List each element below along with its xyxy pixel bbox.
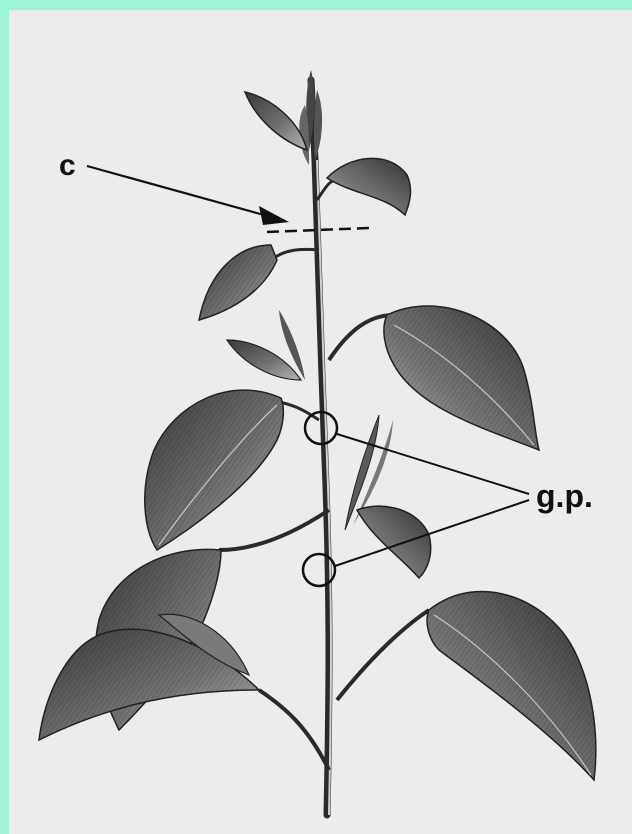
cut-label: c	[59, 149, 76, 182]
petiole	[271, 249, 319, 260]
petiole	[279, 402, 319, 420]
petiole	[337, 610, 429, 700]
leaf	[245, 92, 307, 150]
growing-point-label: g.p.	[536, 478, 593, 514]
apical-bud	[299, 70, 322, 165]
petiole	[259, 690, 329, 770]
petiole	[219, 510, 329, 550]
plant-diagram: c g.p.	[9, 10, 632, 834]
leaf	[327, 158, 411, 215]
cut-arrow-line	[87, 166, 264, 215]
illustration-frame: c g.p.	[9, 10, 632, 834]
cut-arrow-head	[259, 206, 289, 225]
leaf	[357, 506, 431, 578]
